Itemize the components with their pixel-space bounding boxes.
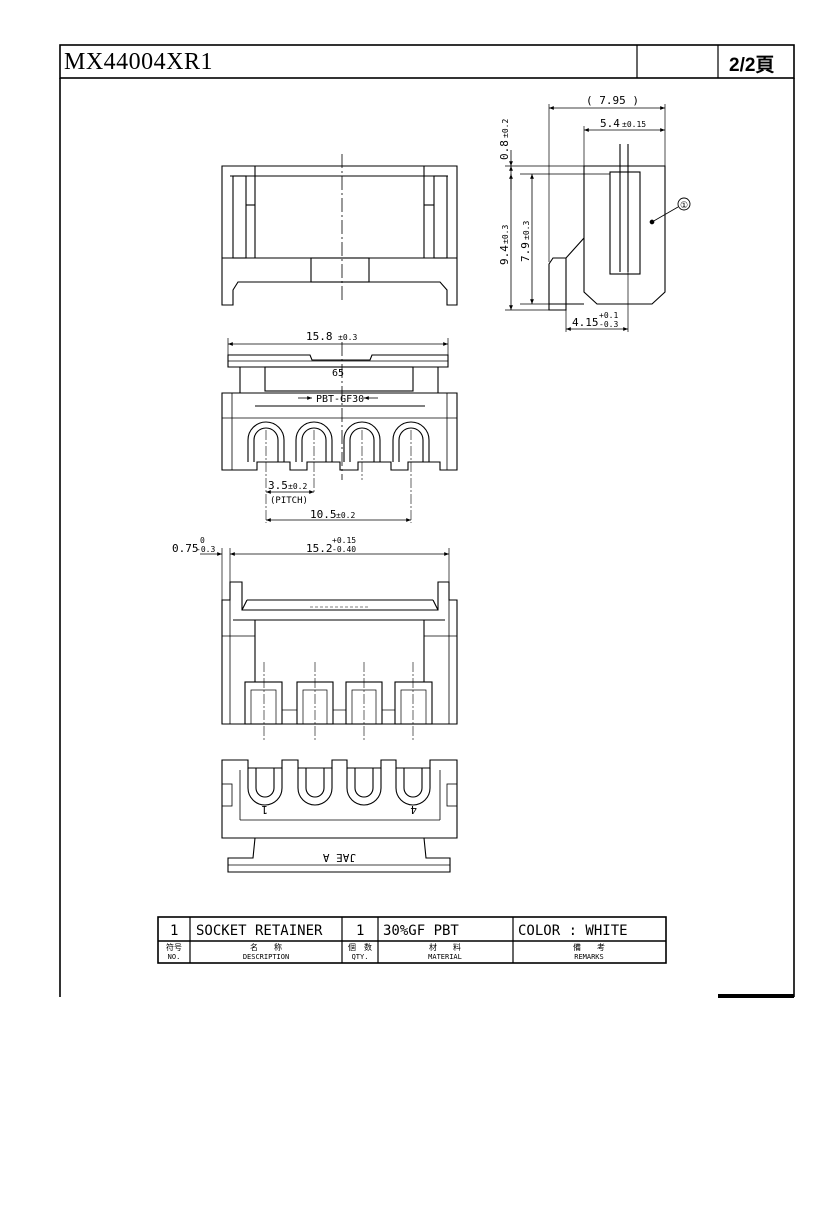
dim-offset-tol-plus: +0.1 bbox=[599, 311, 618, 320]
dim-offset: 4.15 bbox=[572, 316, 599, 329]
header-remarks-en: REMARKS bbox=[574, 953, 604, 961]
pitch-label: (PITCH) bbox=[270, 496, 308, 506]
front-dim-width-tol-plus: +0.15 bbox=[332, 536, 356, 545]
title-frame bbox=[59, 44, 795, 998]
front-dim-edge-tol-plus: 0 bbox=[200, 536, 205, 545]
front-dim-width: 15.2 bbox=[306, 542, 333, 555]
mark-code: 65 bbox=[332, 368, 344, 379]
bottom-view-labels: 1 4 JAE A bbox=[261, 803, 417, 864]
dim-top: 0.8 bbox=[498, 140, 511, 160]
top-dim-width: 15.8 bbox=[306, 330, 333, 343]
header-no-jp: 符号 bbox=[166, 942, 182, 952]
header-remarks-jp: 備 考 bbox=[573, 942, 605, 952]
header-qty-en: QTY. bbox=[352, 953, 369, 961]
parts-table-headers: 符号 NO. 名 称 DESCRIPTION 個 数 QTY. 材 料 MATE… bbox=[166, 942, 605, 961]
elevation-view bbox=[221, 154, 458, 306]
dim-inner-height: 7.9 bbox=[519, 242, 532, 262]
brand-mark: JAE A bbox=[323, 851, 356, 864]
dim-pitch: 3.5 bbox=[268, 479, 288, 492]
page-number: 2/2頁 bbox=[729, 55, 775, 76]
mark-material: PBT-GF30 bbox=[316, 394, 364, 405]
dim-pitch-tol: ±0.2 bbox=[288, 482, 307, 491]
bottom-view bbox=[221, 759, 458, 873]
dim-height-tol: ±0.3 bbox=[501, 225, 510, 244]
dim-overall-depth: ( 7.95 ) bbox=[586, 94, 639, 107]
top-view bbox=[221, 338, 458, 523]
dim-span-tol: ±0.2 bbox=[336, 511, 355, 520]
pin-last-label: 4 bbox=[410, 803, 417, 816]
front-view bbox=[221, 548, 458, 742]
top-dim-width-tol: ±0.3 bbox=[338, 333, 357, 342]
part-balloon: ① bbox=[680, 201, 688, 211]
part-remarks: COLOR : WHITE bbox=[518, 923, 628, 939]
top-view-labels: 15.8 ±0.3 65 PBT-GF30 3.5 ±0.2 (PITCH) 1… bbox=[268, 330, 364, 521]
part-material: 30%GF PBT bbox=[383, 923, 459, 939]
dim-top-tol: ±0.2 bbox=[501, 119, 510, 138]
dim-height: 9.4 bbox=[498, 245, 511, 265]
header-no-en: NO. bbox=[168, 953, 181, 961]
dim-span: 10.5 bbox=[310, 508, 337, 521]
drawing-number: MX44004XR1 bbox=[64, 49, 214, 75]
side-view-dimensions bbox=[509, 106, 665, 331]
part-no: 1 bbox=[170, 923, 178, 939]
dim-inner-height-tol: ±0.3 bbox=[522, 221, 531, 240]
front-dim-width-tol-minus: -0.40 bbox=[332, 545, 356, 554]
side-view-labels: ( 7.95 ) 5.4 ±0.15 0.8 ±0.2 9.4 ±0.3 7.9… bbox=[498, 94, 688, 329]
dim-offset-tol-minus: -0.3 bbox=[599, 320, 618, 329]
header-description-jp: 名 称 bbox=[250, 942, 282, 952]
pin-first-label: 1 bbox=[261, 803, 268, 816]
front-dim-edge: 0.75 bbox=[172, 542, 199, 555]
dim-depth: 5.4 bbox=[600, 117, 620, 130]
top-view-dimensions bbox=[228, 342, 448, 522]
header-material-jp: 材 料 bbox=[429, 942, 461, 952]
part-qty: 1 bbox=[356, 923, 364, 939]
front-view-labels: 0.75 0 -0.3 15.2 +0.15 -0.40 bbox=[172, 536, 356, 555]
dim-depth-tol: ±0.15 bbox=[622, 120, 646, 129]
front-dim-edge-tol-minus: -0.3 bbox=[196, 545, 215, 554]
header-description-en: DESCRIPTION bbox=[243, 953, 289, 961]
header-qty-jp: 個 数 bbox=[348, 942, 372, 952]
header-material-en: MATERIAL bbox=[428, 953, 462, 961]
parts-table bbox=[157, 916, 667, 964]
parts-table-row: 1 SOCKET RETAINER 1 30%GF PBT COLOR : WH… bbox=[170, 923, 628, 939]
side-view bbox=[505, 104, 691, 332]
part-description: SOCKET RETAINER bbox=[196, 923, 323, 939]
